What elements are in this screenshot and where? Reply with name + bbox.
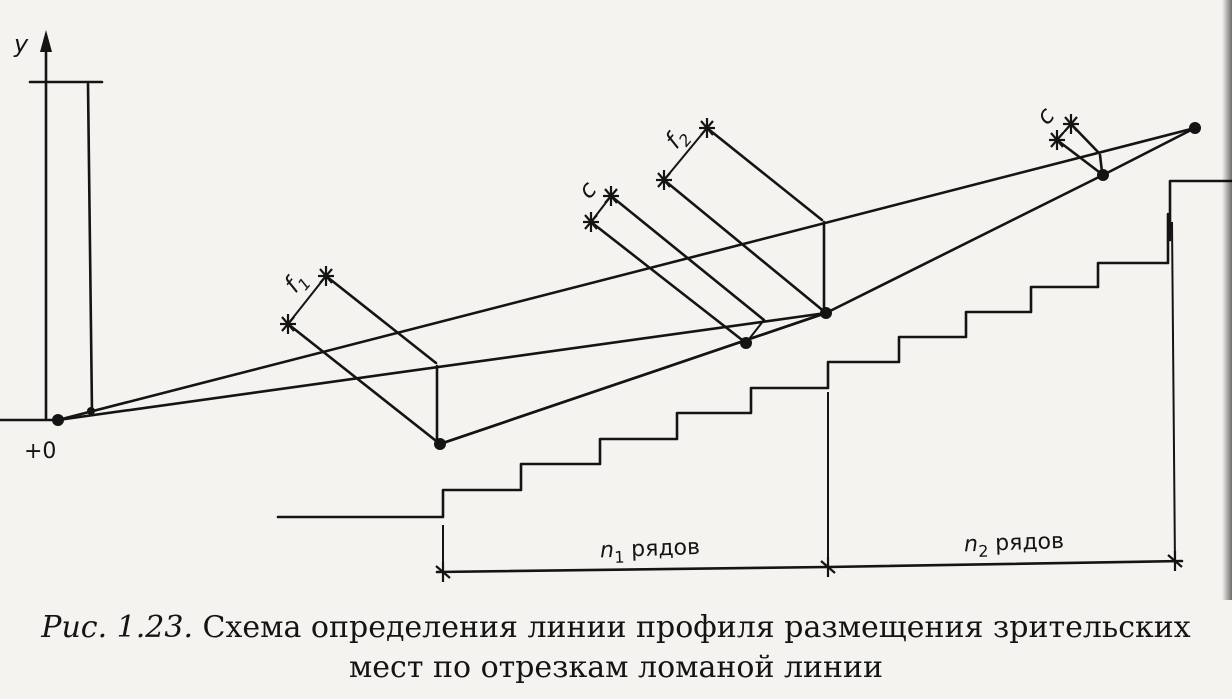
origin-point <box>52 414 64 426</box>
caption-line-2: мест по отрезкам ломаной линии <box>348 650 884 685</box>
c1-mark-upper <box>603 186 619 206</box>
profile-segment-1 <box>438 311 828 446</box>
f2-mark-upper <box>699 118 715 138</box>
focus-point <box>1189 122 1201 134</box>
n2-label: n2 рядов <box>964 529 1065 561</box>
c2-mark-upper <box>1063 114 1079 134</box>
figure-caption: Рис. 1.23. Схема определения линии профи… <box>0 608 1232 688</box>
c2-mark-lower <box>1049 130 1065 150</box>
sight-line-middle <box>56 311 828 422</box>
f1-perp-upper <box>324 274 438 365</box>
c1-perp-upper <box>609 194 766 322</box>
f2-label: f2 <box>659 122 695 157</box>
dim-line-n1 <box>435 565 830 574</box>
seating-steps <box>276 179 1232 519</box>
profile-diagram: y +0 f1 c f2 c n1 рядов n2 рядов <box>0 30 1232 582</box>
c1-label: c <box>572 176 602 204</box>
scan-edge-shadow <box>1222 0 1232 600</box>
ext-line-right <box>1171 221 1176 567</box>
f1-perp-lower <box>286 322 442 446</box>
f1-mark-lower <box>280 314 296 334</box>
f2-perp-lower <box>662 178 828 315</box>
dim-tick-middle <box>820 557 836 577</box>
dim-tick-right <box>1167 551 1183 571</box>
f1-dim-line <box>287 275 327 325</box>
c1-mark-lower <box>583 212 599 232</box>
n1-label: n1 рядов <box>600 535 701 567</box>
caption-line-1: Рис. 1.23. Схема определения линии профи… <box>0 608 1232 648</box>
f2-perp-upper <box>705 126 824 222</box>
c1-perp-lower <box>589 220 748 345</box>
screen-post <box>86 82 94 414</box>
caption-text-1: Схема определения линии профиля размещен… <box>193 610 1191 645</box>
vertical-c2 <box>1098 153 1104 174</box>
origin-label: +0 <box>24 439 56 464</box>
screen-base-point <box>87 407 95 415</box>
figure-number: Рис. 1.23. <box>41 610 194 645</box>
c1-end-tick <box>745 319 765 344</box>
sight-line-upper <box>56 126 1197 422</box>
y-axis-arrow <box>40 30 52 52</box>
f1-mark-upper <box>318 266 334 286</box>
c2-label: c <box>1030 102 1060 130</box>
f2-mark-lower <box>656 170 672 190</box>
dim-tick-left <box>435 562 451 582</box>
dim-line-n2 <box>826 559 1184 569</box>
c2-perp-lower <box>1055 138 1105 177</box>
y-axis-label: y <box>13 30 29 58</box>
f2-dim-line <box>663 127 708 181</box>
f1-label: f1 <box>278 266 314 301</box>
